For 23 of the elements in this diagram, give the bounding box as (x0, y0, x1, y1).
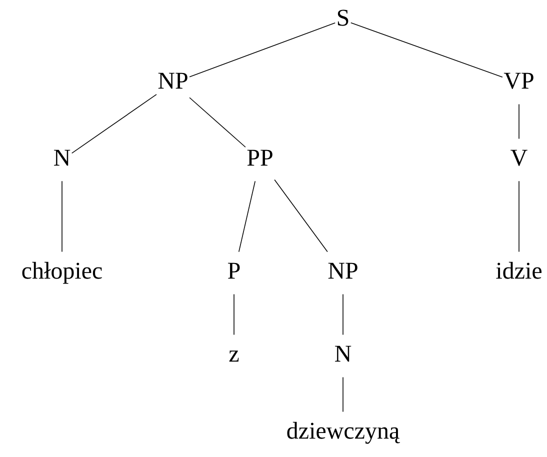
tree-branch (238, 180, 256, 252)
tree-branch (518, 104, 520, 140)
tree-branch (342, 376, 344, 412)
tree-label: idzie (496, 262, 542, 279)
tree-label: S (338, 10, 348, 26)
tree-branch (189, 22, 336, 78)
tree-label: N (335, 346, 352, 362)
tree-branch (71, 94, 157, 154)
tree-label: z (229, 350, 239, 362)
tree-branch (342, 294, 344, 336)
tree-label: chłopiec (22, 262, 102, 284)
tree-label: P (228, 262, 240, 279)
tree-branch (189, 97, 246, 148)
tree-label: V (510, 150, 528, 166)
tree-label: VP (504, 72, 534, 89)
tree-branch (518, 180, 520, 252)
tree-label: NP (158, 72, 188, 89)
tree-branch (274, 179, 328, 252)
tree-label: PP (247, 150, 272, 166)
tree-label: N (54, 150, 70, 166)
tree-branch (350, 22, 503, 78)
tree-label: dziewczyną (287, 422, 400, 444)
tree-label: NP (328, 262, 358, 279)
